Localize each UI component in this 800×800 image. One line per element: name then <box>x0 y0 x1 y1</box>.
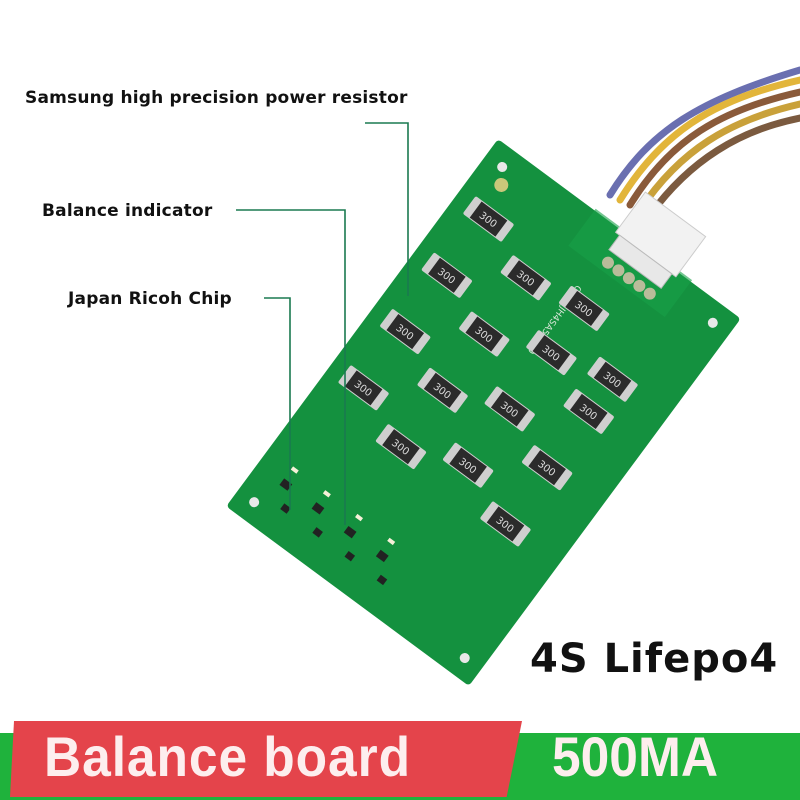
power-resistor: 300 <box>463 196 514 242</box>
banner-red <box>10 721 522 797</box>
balance-indicator-leds <box>290 466 396 546</box>
power-resistor: 300 <box>587 356 638 402</box>
ricoh-chip-area <box>279 478 389 586</box>
connector <box>602 191 707 300</box>
leader-line-chip <box>264 297 291 510</box>
leader-line-indicator <box>236 209 346 525</box>
power-resistor: 300 <box>522 445 573 491</box>
annotation-indicator: Balance indicator <box>42 201 213 221</box>
power-resistor: 300 <box>500 255 551 301</box>
power-resistor: 300 <box>563 389 614 434</box>
power-resistor: 300 <box>443 442 494 488</box>
banner-current: 500MA <box>552 725 719 788</box>
product-type-label: 4S Lifepo4 <box>530 636 779 682</box>
power-resistor: 300 <box>421 253 472 298</box>
power-resistor: 300 <box>417 368 468 413</box>
leader-line-resistor <box>365 122 409 296</box>
power-resistor: 300 <box>375 424 427 469</box>
power-resistor: 300 <box>484 386 535 432</box>
banner-title: Balance board <box>44 725 411 788</box>
power-resistor: 300 <box>338 365 389 411</box>
power-resistor: 300 <box>559 286 610 331</box>
power-resistor: 300 <box>459 311 510 357</box>
power-resistor: 300 <box>526 330 577 375</box>
power-resistor: 300 <box>380 309 431 354</box>
power-resistor: 300 <box>480 501 531 547</box>
wire-harness <box>606 66 800 219</box>
annotation-resistor: Samsung high precision power resistor <box>25 88 408 108</box>
pcb-board: GZLS JH4SA5 V1.0 30030030030030030030030… <box>227 140 740 685</box>
annotation-chip: Japan Ricoh Chip <box>68 289 232 309</box>
